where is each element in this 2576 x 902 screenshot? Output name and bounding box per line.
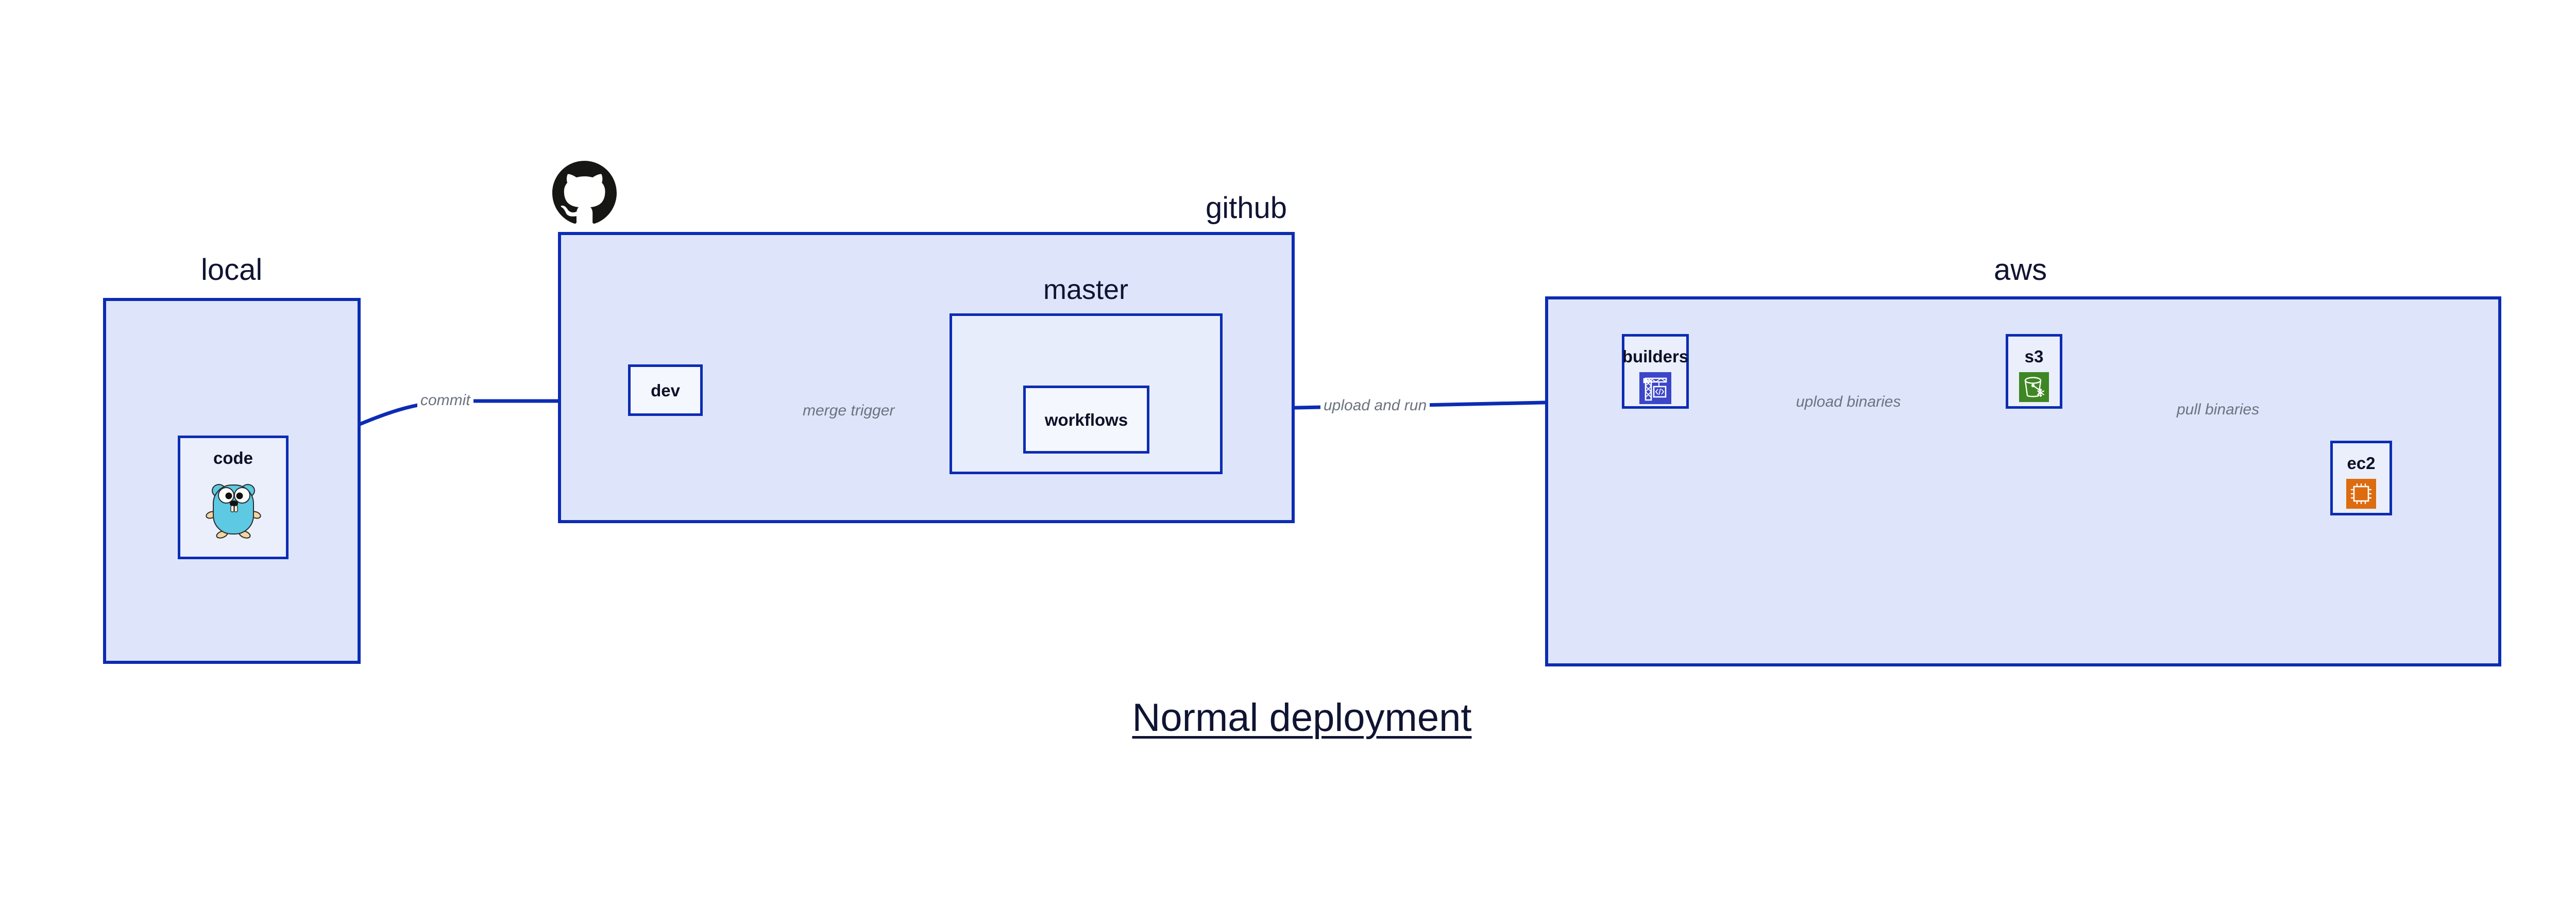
node-code[interactable]: code: [178, 436, 289, 559]
node-builders-label: builders: [1622, 347, 1689, 366]
node-dev[interactable]: dev: [628, 364, 703, 416]
node-workflows[interactable]: workflows: [1023, 386, 1149, 454]
diagram-title: Normal deployment: [1132, 696, 1472, 740]
node-ec2[interactable]: ec2: [2330, 441, 2392, 515]
group-master-label: master: [1043, 274, 1129, 305]
edge-label-commit: commit: [417, 393, 473, 408]
node-workflows-label: workflows: [1044, 410, 1128, 429]
node-s3-label: s3: [2024, 347, 2044, 366]
edge-label-upload-binaries: upload binaries: [1793, 394, 1904, 410]
edge-label-pull-binaries: pull binaries: [2174, 402, 2263, 417]
aws-codebuild-icon: [1639, 372, 1671, 407]
group-github-label: github: [1206, 191, 1287, 225]
aws-s3-bucket-icon: [2019, 372, 2049, 405]
go-gopher-icon: [205, 477, 262, 541]
node-builders[interactable]: builders: [1622, 334, 1689, 409]
group-aws-label: aws: [1994, 253, 2047, 287]
node-dev-label: dev: [651, 380, 680, 400]
node-code-label: code: [213, 448, 253, 467]
github-octocat-icon: [552, 161, 617, 228]
group-local-label: local: [201, 253, 263, 287]
aws-ec2-chip-icon: [2346, 479, 2376, 511]
edge-label-upload-and-run: upload and run: [1320, 398, 1430, 413]
node-s3[interactable]: s3: [2006, 334, 2062, 409]
node-ec2-label: ec2: [2347, 454, 2376, 473]
edge-label-merge-trigger: merge trigger: [800, 403, 898, 419]
